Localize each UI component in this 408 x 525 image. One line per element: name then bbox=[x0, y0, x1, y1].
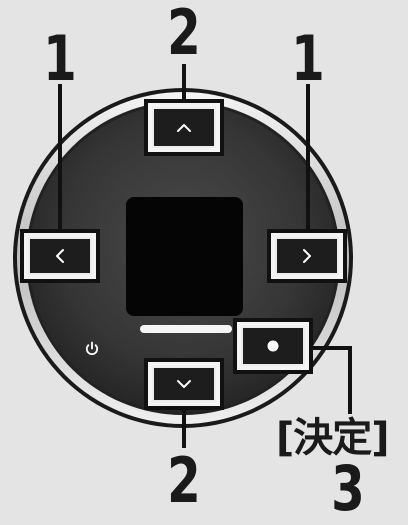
chevron-right-icon bbox=[303, 249, 311, 263]
dot-icon bbox=[267, 340, 279, 352]
up-button-frame bbox=[144, 99, 224, 156]
down-button[interactable] bbox=[152, 366, 216, 402]
leader-line-enter-v bbox=[348, 346, 352, 414]
display-panel bbox=[126, 197, 243, 316]
leader-line-enter-h bbox=[310, 346, 352, 350]
indicator-bar bbox=[140, 325, 232, 333]
up-button[interactable] bbox=[152, 107, 216, 148]
left-button-frame bbox=[20, 229, 100, 283]
leader-line-right bbox=[306, 84, 310, 234]
enter-button-frame bbox=[233, 318, 313, 374]
callout-number-left: 1 bbox=[43, 22, 77, 95]
enter-button[interactable] bbox=[241, 326, 305, 366]
leader-line-down bbox=[182, 408, 186, 448]
callout-number-right: 1 bbox=[291, 22, 325, 95]
chevron-up-icon bbox=[177, 123, 191, 132]
left-button[interactable] bbox=[28, 237, 92, 275]
callout-label-enter: [決定] bbox=[276, 415, 390, 461]
down-button-frame bbox=[144, 358, 224, 410]
callout-number-up: 2 bbox=[167, 0, 201, 69]
power-icon[interactable] bbox=[85, 341, 99, 356]
callout-number-enter: 3 bbox=[331, 452, 365, 525]
callout-number-down: 2 bbox=[167, 444, 201, 517]
right-button-frame bbox=[267, 229, 347, 283]
leader-line-up bbox=[182, 64, 186, 100]
right-button[interactable] bbox=[275, 237, 339, 275]
chevron-down-icon bbox=[177, 380, 191, 388]
chevron-left-icon bbox=[56, 249, 64, 263]
leader-line-left bbox=[58, 84, 62, 234]
